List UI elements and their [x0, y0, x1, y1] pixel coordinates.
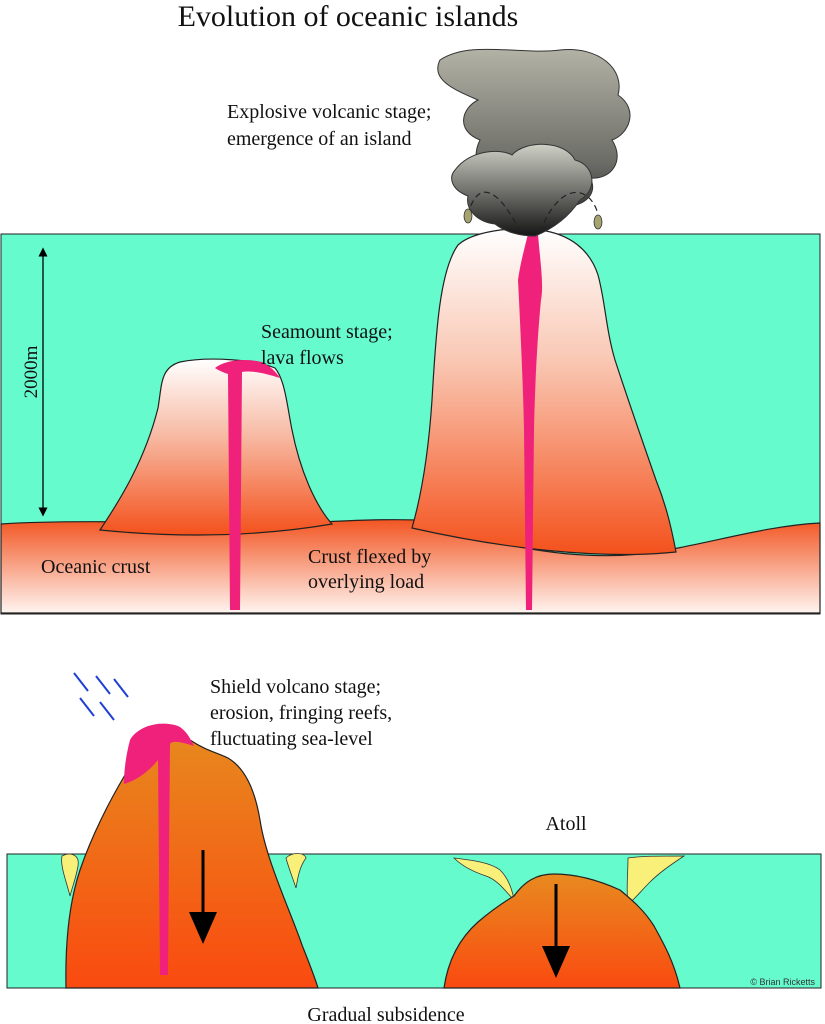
- seamount-lava-flow: [215, 360, 280, 610]
- credit-label: © Brian Ricketts: [750, 977, 815, 987]
- subsidence-arrowhead-shield: [189, 912, 217, 944]
- crust-flexed-label-line2: overlying load: [308, 571, 424, 593]
- fringing-reef-left: [61, 853, 79, 897]
- shield-stage-label-line2: erosion, fringing reefs,: [210, 702, 392, 724]
- atoll-label: Atoll: [545, 813, 587, 835]
- shield-stage-label-line1: Shield volcano stage;: [210, 676, 381, 698]
- atoll-reef-right: [626, 855, 686, 905]
- shield-volcano-lava: [124, 723, 194, 975]
- emergent-volcano-lava: [518, 234, 543, 610]
- explosive-stage-label-line1: Explosive volcanic stage;: [227, 101, 431, 123]
- page-title: Evolution of oceanic islands: [178, 0, 519, 33]
- seamount-stage-label-line1: Seamount stage;: [261, 321, 393, 343]
- shield-stage-label-line3: fluctuating sea-level: [210, 728, 373, 750]
- depth-label: 2000m: [21, 345, 42, 398]
- atoll: [443, 873, 681, 989]
- subsidence-arrowhead-atoll: [542, 946, 570, 978]
- rain-streaks: [73, 672, 129, 721]
- emergent-volcano: [411, 228, 677, 556]
- explosive-stage-label-line2: emergence of an island: [227, 128, 412, 150]
- oceanic-crust-label: Oceanic crust: [41, 556, 151, 578]
- eruption-plume: [437, 48, 631, 237]
- fringing-reef-right: [285, 853, 307, 889]
- gradual-subsidence-label: Gradual subsidence: [307, 1004, 464, 1024]
- seamount: [98, 358, 334, 536]
- seamount-stage-label-line2: lava flows: [261, 347, 344, 369]
- crust-flexed-label-line1: Crust flexed by: [308, 546, 431, 568]
